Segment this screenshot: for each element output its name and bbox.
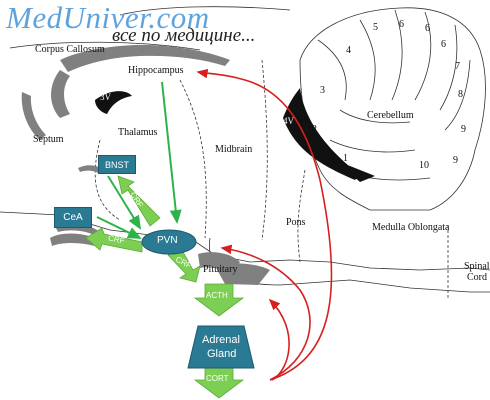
label-pons: Pons	[286, 217, 306, 228]
lobule-1: 1	[343, 153, 348, 164]
cort-arrow	[193, 367, 245, 399]
watermark-tagline: все по медицине...	[112, 25, 256, 46]
label-thalamus: Thalamus	[118, 127, 158, 138]
label-spinal-cord-2: Cord	[467, 272, 487, 283]
label-midbrain: Midbrain	[215, 144, 253, 155]
acth-arrow	[193, 283, 245, 317]
acth-label: ACTH	[206, 291, 228, 300]
lobule-4: 4	[346, 45, 351, 56]
adrenal-gland-shape	[187, 325, 255, 369]
label-hippocampus: Hippocampus	[128, 65, 184, 76]
lobule-2: 2	[312, 124, 317, 135]
adrenal-label-2: Gland	[207, 348, 237, 360]
red-feedback	[196, 68, 333, 381]
ventricles	[95, 88, 375, 182]
pvn-shape	[141, 229, 197, 255]
label-cerebellum: Cerebellum	[367, 110, 414, 121]
lobule-8: 8	[458, 89, 463, 100]
crf-bnst-arrow	[117, 175, 161, 227]
hormone-arrows	[85, 175, 245, 399]
lobule-5: 5	[373, 22, 378, 33]
lobule-9b: 9	[453, 155, 458, 166]
white-matter	[21, 44, 270, 285]
label-septum: Septum	[33, 134, 64, 145]
cort-label: CORT	[206, 374, 229, 383]
label-medulla: Medulla Oblongata	[372, 222, 450, 233]
bnst-box: BNST	[98, 155, 136, 174]
label-corpus-callosum: Corpus Callosum	[35, 44, 105, 55]
watermark-site: MedUniver.com	[6, 0, 210, 35]
pvn-label: PVN	[157, 235, 178, 246]
label-third-ventricle: 3V	[100, 92, 111, 102]
label-spinal-cord-1: Spinal	[464, 261, 490, 272]
green-pathways	[96, 81, 182, 239]
lobule-6c: 6	[441, 39, 446, 50]
lobule-3: 3	[320, 85, 325, 96]
label-fourth-ventricle-lower: 4V	[367, 155, 378, 165]
crf-cea-arrow	[85, 227, 143, 253]
lobule-6a: 6	[399, 19, 404, 30]
label-pituitary: Pituitary	[203, 264, 238, 275]
cea-box: CeA	[54, 207, 92, 228]
adrenal-label-1: Adrenal	[202, 334, 240, 346]
lobule-9a: 9	[461, 124, 466, 135]
lobule-10: 10	[419, 160, 429, 171]
crf-pituitary-arrow	[167, 249, 201, 283]
lobule-6b: 6	[425, 23, 430, 34]
lobule-7: 7	[455, 61, 460, 72]
label-fourth-ventricle-upper: 4V	[283, 116, 294, 126]
